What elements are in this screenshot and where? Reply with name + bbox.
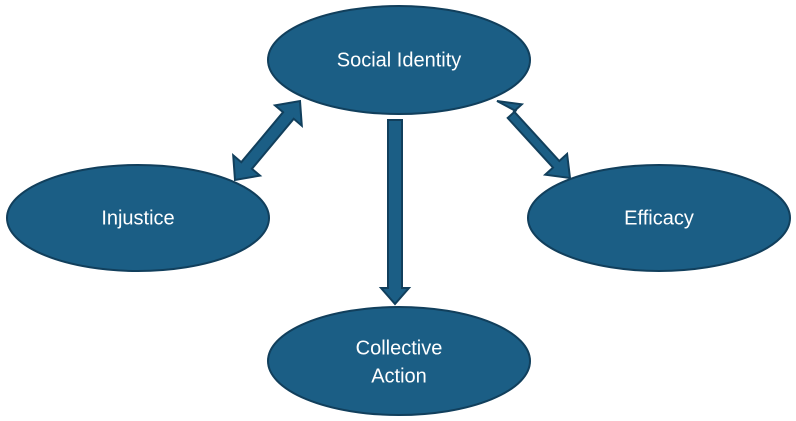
node-social-identity: Social Identity (267, 5, 531, 115)
node-injustice-shape (6, 164, 270, 272)
node-collective-action-shape (267, 306, 531, 416)
node-efficacy: Efficacy (527, 164, 791, 272)
node-efficacy-label: Efficacy (624, 207, 694, 229)
node-collective-action-label-line1: Collective (356, 337, 443, 359)
node-social-identity-shape (267, 5, 531, 115)
node-efficacy-shape (527, 164, 791, 272)
node-collective-action-label-line2: Action (371, 365, 427, 387)
node-injustice: Injustice (6, 164, 270, 272)
arrow-social-identity-injustice (232, 99, 303, 182)
node-injustice-label: Injustice (101, 207, 174, 229)
node-social-identity-label: Social Identity (337, 49, 462, 71)
arrow-social-identity-efficacy (496, 100, 572, 180)
node-collective-action: Collective Action (267, 306, 531, 416)
arrow-social-identity-collective-action (378, 119, 412, 306)
